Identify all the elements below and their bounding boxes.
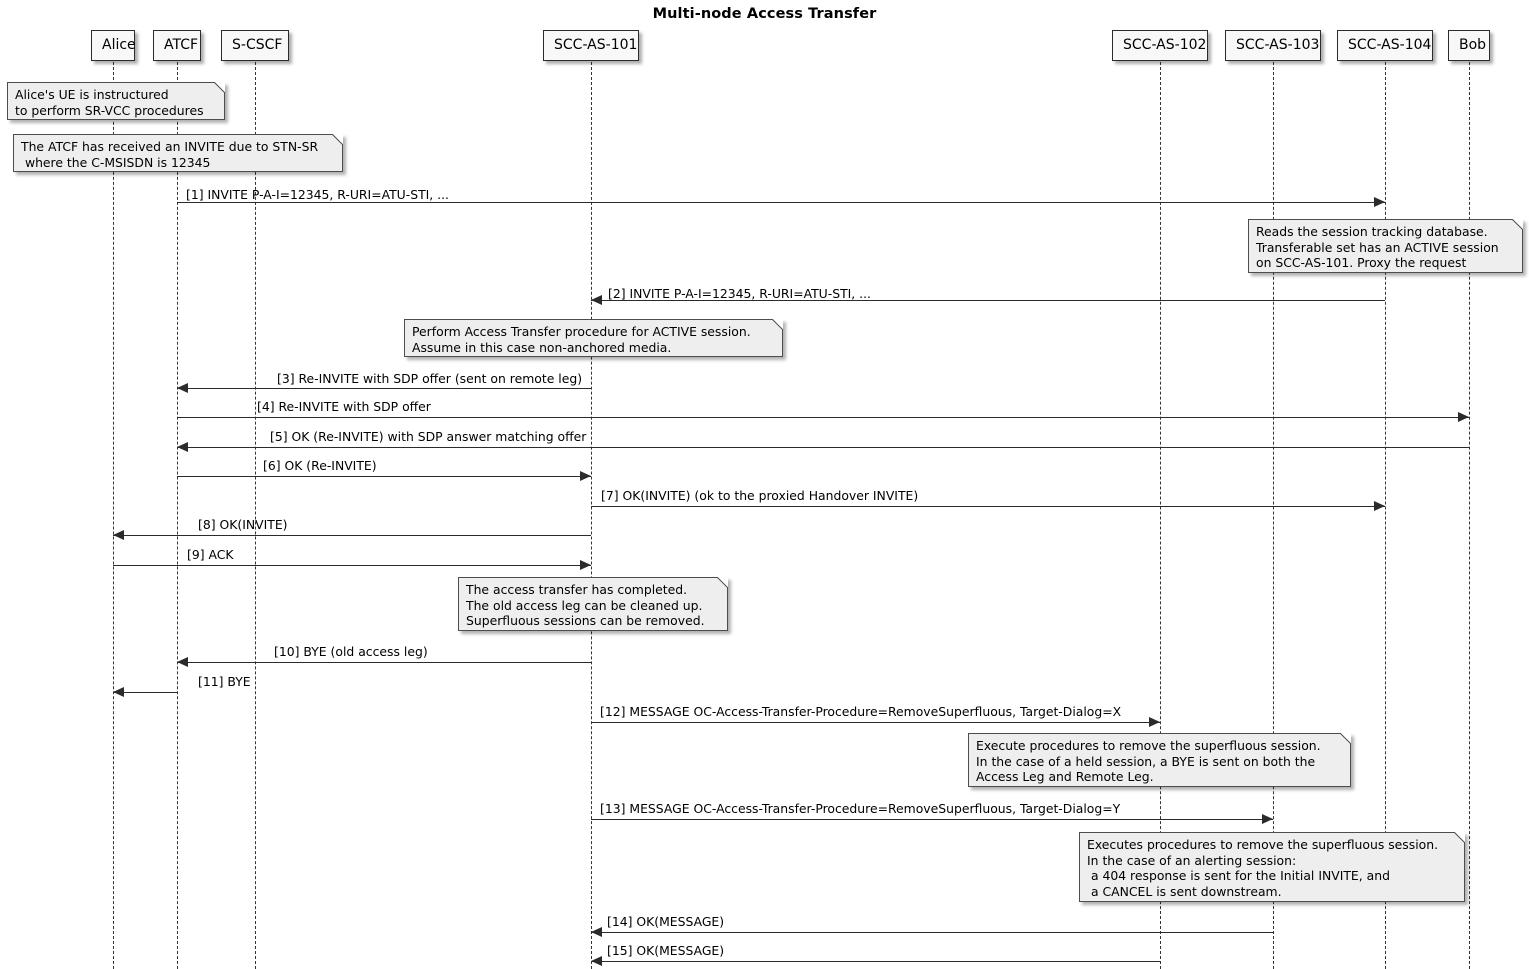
lifeline-atcf <box>177 62 178 969</box>
message-arrowhead-6 <box>580 471 591 481</box>
lifeline-bob <box>1469 62 1470 969</box>
message-line-7 <box>591 506 1385 507</box>
lifeline-scscf <box>255 62 256 969</box>
message-label-1: [1] INVITE P-A-I=12345, R-URI=ATU-STI, .… <box>186 187 449 202</box>
message-label-2: [2] INVITE P-A-I=12345, R-URI=ATU-STI, .… <box>608 286 871 301</box>
message-label-5: [5] OK (Re-INVITE) with SDP answer match… <box>270 429 587 444</box>
message-arrowhead-7 <box>1374 501 1385 511</box>
message-label-13: [13] MESSAGE OC-Access-Transfer-Procedur… <box>600 801 1121 816</box>
message-label-12: [12] MESSAGE OC-Access-Transfer-Procedur… <box>600 704 1122 719</box>
message-arrowhead-15 <box>591 956 602 966</box>
participant-as103[interactable]: SCC-AS-103 <box>1225 30 1321 61</box>
message-label-4: [4] Re-INVITE with SDP offer <box>257 399 431 414</box>
message-line-2 <box>591 300 1385 301</box>
note-text: Execute procedures to remove the superfl… <box>976 738 1321 785</box>
note-atcf-invite: The ATCF has received an INVITE due to S… <box>13 134 343 172</box>
participant-scscf[interactable]: S-CSCF <box>221 30 289 61</box>
note-session-tracking: Reads the session tracking database. Tra… <box>1248 219 1523 273</box>
message-line-13 <box>591 819 1273 820</box>
note-text: Alice's UE is instructured to perform SR… <box>15 87 204 118</box>
participant-label: SCC-AS-103 <box>1236 37 1320 53</box>
message-arrowhead-13 <box>1262 814 1273 824</box>
note-transfer-complete: The access transfer has completed. The o… <box>458 577 728 631</box>
lifeline-as102 <box>1160 62 1161 969</box>
message-label-7: [7] OK(INVITE) (ok to the proxied Handov… <box>601 488 919 503</box>
message-arrowhead-14 <box>591 927 602 937</box>
note-text: Reads the session tracking database. Tra… <box>1256 224 1499 271</box>
note-executes-alerting: Executes procedures to remove the superf… <box>1079 832 1465 902</box>
message-line-15 <box>591 961 1160 962</box>
note-fold-icon <box>1454 832 1465 843</box>
message-arrowhead-8 <box>113 530 124 540</box>
note-fold-icon <box>1340 733 1351 744</box>
note-access-transfer: Perform Access Transfer procedure for AC… <box>404 319 783 357</box>
message-label-9: [9] ACK <box>187 547 234 562</box>
participant-bob[interactable]: Bob <box>1448 30 1490 61</box>
message-arrowhead-3 <box>177 383 188 393</box>
note-text: The ATCF has received an INVITE due to S… <box>21 139 319 170</box>
message-line-11 <box>113 692 177 693</box>
message-label-14: [14] OK(MESSAGE) <box>607 914 725 929</box>
message-line-12 <box>591 722 1160 723</box>
participant-as104[interactable]: SCC-AS-104 <box>1337 30 1433 61</box>
note-fold-icon <box>717 577 728 588</box>
participant-atcf[interactable]: ATCF <box>153 30 201 61</box>
message-arrowhead-2 <box>591 295 602 305</box>
message-label-3: [3] Re-INVITE with SDP offer (sent on re… <box>277 371 583 386</box>
participant-label: Bob <box>1459 37 1487 53</box>
lifeline-alice <box>113 62 114 969</box>
note-text: Perform Access Transfer procedure for AC… <box>412 324 751 355</box>
message-arrowhead-5 <box>177 442 188 452</box>
message-arrowhead-10 <box>177 657 188 667</box>
lifeline-as103 <box>1273 62 1274 969</box>
message-label-10: [10] BYE (old access leg) <box>274 644 428 659</box>
message-arrowhead-4 <box>1458 412 1469 422</box>
message-line-14 <box>591 932 1273 933</box>
participant-as102[interactable]: SCC-AS-102 <box>1112 30 1208 61</box>
participant-label: ATCF <box>164 37 199 53</box>
participant-as101[interactable]: SCC-AS-101 <box>543 30 639 61</box>
message-line-4 <box>177 417 1469 418</box>
message-label-15: [15] OK(MESSAGE) <box>607 943 725 958</box>
note-fold-icon <box>332 134 343 145</box>
lifeline-as101 <box>591 62 592 969</box>
participant-label: SCC-AS-101 <box>554 37 638 53</box>
note-text: The access transfer has completed. The o… <box>466 582 705 629</box>
message-line-5 <box>177 447 1469 448</box>
message-arrowhead-11 <box>113 687 124 697</box>
message-arrowhead-9 <box>580 560 591 570</box>
note-fold-icon <box>1512 219 1523 230</box>
lifeline-as104 <box>1385 62 1386 969</box>
note-alice-srvcc: Alice's UE is instructured to perform SR… <box>7 82 225 120</box>
message-line-8 <box>113 535 591 536</box>
note-fold-icon <box>214 82 225 93</box>
note-text: Executes procedures to remove the superf… <box>1087 837 1439 899</box>
participant-label: S-CSCF <box>232 37 283 53</box>
page-title: Multi-node Access Transfer <box>652 6 877 22</box>
message-line-3 <box>177 388 591 389</box>
participant-label: SCC-AS-102 <box>1123 37 1207 53</box>
message-line-1 <box>177 202 1385 203</box>
note-fold-icon <box>772 319 783 330</box>
message-label-8: [8] OK(INVITE) <box>198 517 288 532</box>
message-arrowhead-1 <box>1374 197 1385 207</box>
note-execute-remove: Execute procedures to remove the superfl… <box>968 733 1351 787</box>
message-line-9 <box>113 565 591 566</box>
message-label-6: [6] OK (Re-INVITE) <box>263 458 377 473</box>
message-label-11: [11] BYE <box>198 674 251 689</box>
participant-label: SCC-AS-104 <box>1348 37 1432 53</box>
message-line-10 <box>177 662 591 663</box>
message-arrowhead-12 <box>1149 717 1160 727</box>
participant-alice[interactable]: Alice <box>91 30 136 61</box>
message-line-6 <box>177 476 591 477</box>
participant-label: Alice <box>102 37 136 53</box>
